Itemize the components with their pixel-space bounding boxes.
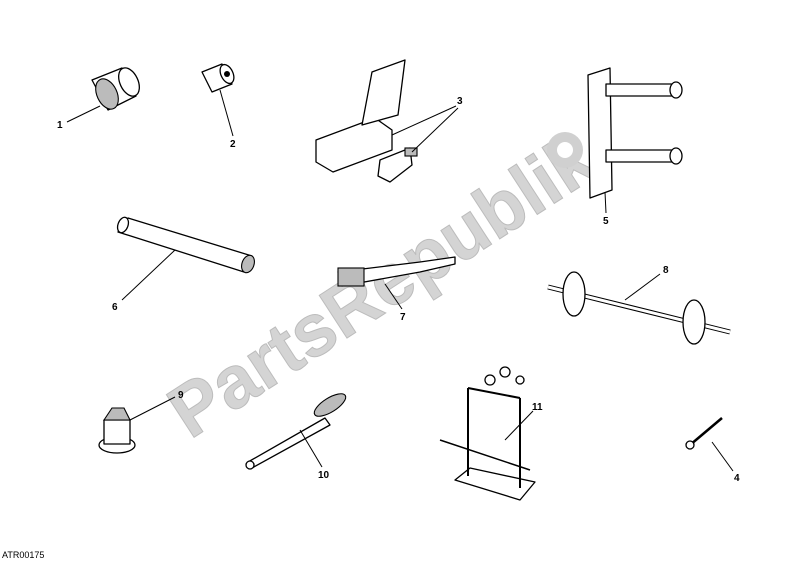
part-5-puller[interactable]	[587, 67, 683, 199]
callout-3[interactable]: 3	[457, 96, 463, 107]
callout-2[interactable]: 2	[230, 139, 236, 150]
gear-icon	[547, 132, 583, 168]
callout-10[interactable]: 10	[318, 470, 330, 481]
part-6-tube[interactable]	[116, 216, 257, 275]
part-10-handle-tool[interactable]	[245, 390, 349, 470]
drawing-code: ATR00175	[2, 550, 45, 560]
callout-11[interactable]: 11	[532, 402, 543, 413]
callout-9[interactable]: 9	[178, 390, 184, 401]
part-2-bush[interactable]	[201, 62, 237, 93]
callout-4[interactable]: 4	[734, 473, 740, 484]
part-9-socket[interactable]	[98, 407, 136, 454]
leader-lines	[66, 89, 734, 472]
callout-5[interactable]: 5	[603, 216, 609, 227]
part-3-case-and-tool[interactable]	[315, 59, 418, 183]
part-4-pin[interactable]	[685, 417, 723, 450]
part-11-stand[interactable]	[439, 366, 536, 501]
part-1-sleeve[interactable]	[91, 65, 143, 113]
callout-8[interactable]: 8	[663, 265, 669, 276]
part-8-bearing-tool[interactable]	[547, 271, 731, 345]
part-7-drift[interactable]	[337, 256, 456, 287]
callout-7[interactable]: 7	[400, 312, 406, 323]
callout-1[interactable]: 1	[57, 120, 63, 131]
callout-6[interactable]: 6	[112, 302, 118, 313]
